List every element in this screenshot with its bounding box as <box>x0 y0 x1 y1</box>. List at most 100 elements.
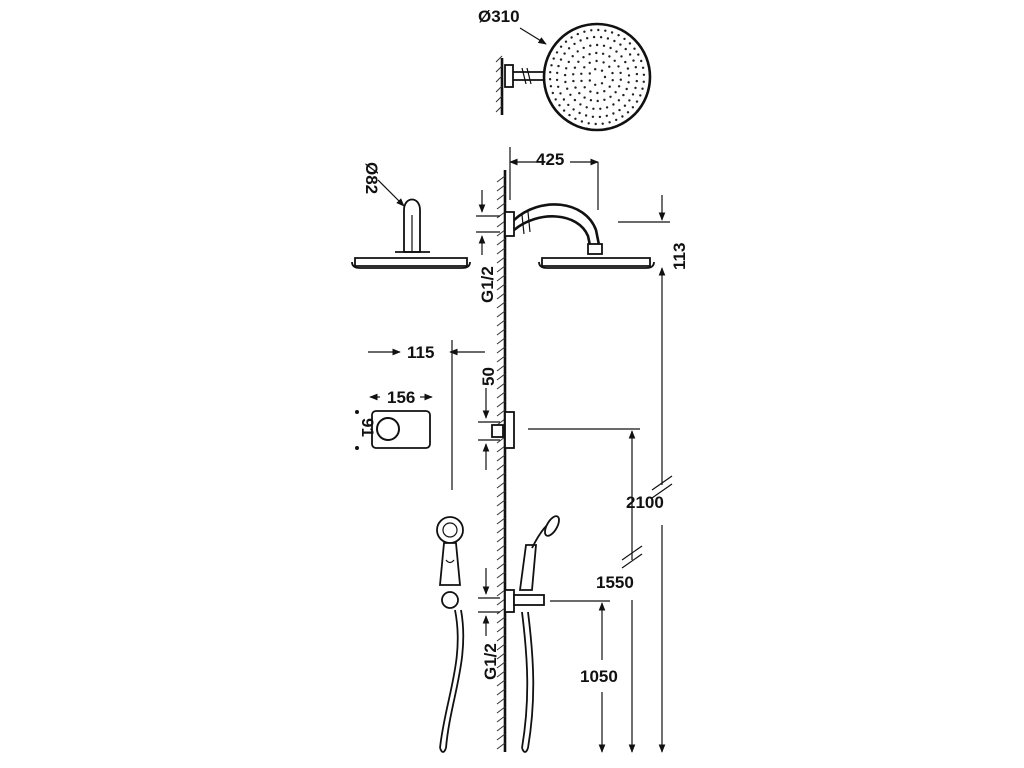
nozzle-dot <box>615 50 618 53</box>
nozzle-dot <box>572 73 575 76</box>
wall <box>496 170 507 752</box>
nozzle-dot <box>617 99 621 102</box>
nozzle-dot <box>628 53 632 56</box>
nozzle-dot <box>563 52 566 55</box>
nozzle-dot <box>639 94 642 97</box>
nozzle-dot <box>609 46 612 50</box>
wall-hatch-line <box>496 688 506 696</box>
wall-hatch-line <box>496 202 506 210</box>
wall-hatch-line <box>496 337 506 345</box>
arm-diameter-leader-line <box>377 179 405 207</box>
nozzle-dot <box>577 60 580 63</box>
nozzle-dot <box>591 115 595 119</box>
nozzle-dot <box>632 59 635 62</box>
wall-hatch-line <box>496 364 506 372</box>
nozzle-dot <box>603 98 606 102</box>
nozzle-dot <box>559 92 562 95</box>
nozzle-dot <box>573 42 576 46</box>
wall-hatch-line <box>496 526 506 534</box>
nozzle-dot <box>573 66 577 69</box>
nozzle-dot <box>621 115 624 118</box>
nozzle-dot <box>580 79 583 83</box>
spray-nozzles <box>548 28 646 126</box>
nozzle-dot <box>596 91 599 95</box>
wall-hatch-line <box>496 292 506 300</box>
nozzle-dot <box>558 104 561 107</box>
nozzle-dot <box>574 117 577 121</box>
nozzle-dot <box>589 99 593 102</box>
wall-hatch-line <box>496 400 506 408</box>
nozzle-dot <box>572 79 575 83</box>
nozzle-dot <box>588 72 591 75</box>
nozzle-dot <box>552 57 555 60</box>
nozzle-dot <box>594 68 597 71</box>
nozzle-dot <box>618 108 621 112</box>
nozzle-dot <box>548 78 552 81</box>
nozzle-dot <box>600 69 604 72</box>
nozzle-dot <box>617 65 620 68</box>
wall-hatch-line <box>496 652 506 660</box>
nozzle-dot <box>627 81 630 84</box>
nozzle-dot <box>559 45 563 48</box>
wall-hatch-line <box>496 715 506 723</box>
nozzle-dot <box>604 29 607 32</box>
nozzle-dot <box>610 31 614 34</box>
nozzle-dot <box>583 66 586 69</box>
nozzle-dot <box>583 30 586 33</box>
nozzle-dot <box>592 107 595 111</box>
nozzle-dot <box>567 60 570 64</box>
nozzle-dot <box>576 32 579 36</box>
control-height-label: 1550 <box>596 573 634 592</box>
nozzle-dot <box>601 52 605 55</box>
nozzle-dot <box>619 78 622 81</box>
outlet-height-label: 1050 <box>580 667 618 686</box>
nozzle-dot <box>635 72 639 76</box>
wall-hatch-line <box>496 562 506 570</box>
nozzle-dot <box>599 36 603 39</box>
nozzle-dot <box>555 51 559 54</box>
wall-hatch-line <box>496 238 506 246</box>
wall-hatch-line <box>496 346 506 354</box>
nozzle-dot <box>620 55 623 58</box>
nozzle-dot <box>642 73 646 77</box>
nozzle-dot <box>631 93 635 96</box>
wall-hatch-line <box>496 733 506 741</box>
nozzle-dot <box>628 42 632 45</box>
nozzle-dot <box>602 44 606 47</box>
arm-length-label: 425 <box>536 150 564 169</box>
nozzle-dot <box>619 43 622 46</box>
wall-hatch-line <box>496 580 506 588</box>
wall-hatch-line <box>496 544 506 552</box>
nozzle-dot <box>580 72 583 76</box>
wall-hatch-line <box>496 373 506 381</box>
nozzle-dot <box>608 85 611 88</box>
nozzle-dot <box>595 59 598 63</box>
nozzle-dot <box>597 28 600 32</box>
thermostatic-control-side-view <box>491 411 515 449</box>
wall-hatch-line <box>496 724 506 732</box>
wall-hatch-line <box>496 391 506 399</box>
nozzle-dot <box>578 111 581 115</box>
nozzle-dot <box>562 98 566 101</box>
nozzle-dot <box>635 79 638 83</box>
nozzle-dot <box>633 47 636 50</box>
nozzle-dot <box>595 51 598 55</box>
thermostatic-control-front-view <box>371 410 431 449</box>
nozzle-dot <box>580 120 584 123</box>
nozzle-dot <box>642 80 645 84</box>
nozzle-dot <box>571 55 574 58</box>
nozzle-dot <box>568 113 571 117</box>
hand-shower-with-hose <box>436 516 465 753</box>
wall-outlet-with-holder <box>504 515 560 753</box>
wall-hatch-line <box>496 625 506 633</box>
nozzle-dot <box>598 115 602 119</box>
ctrl-depth-label: 115 <box>407 343 434 362</box>
wall-hatch-line <box>496 328 506 336</box>
wall-hatch-line <box>496 175 506 183</box>
nozzle-dot <box>565 67 568 70</box>
wall-hatch-line <box>496 742 506 750</box>
nozzle-dot <box>564 80 567 84</box>
nozzle-dot <box>586 37 589 40</box>
rain-diameter-label: Ø310 <box>478 7 520 26</box>
wall-hatch-line <box>496 481 506 489</box>
